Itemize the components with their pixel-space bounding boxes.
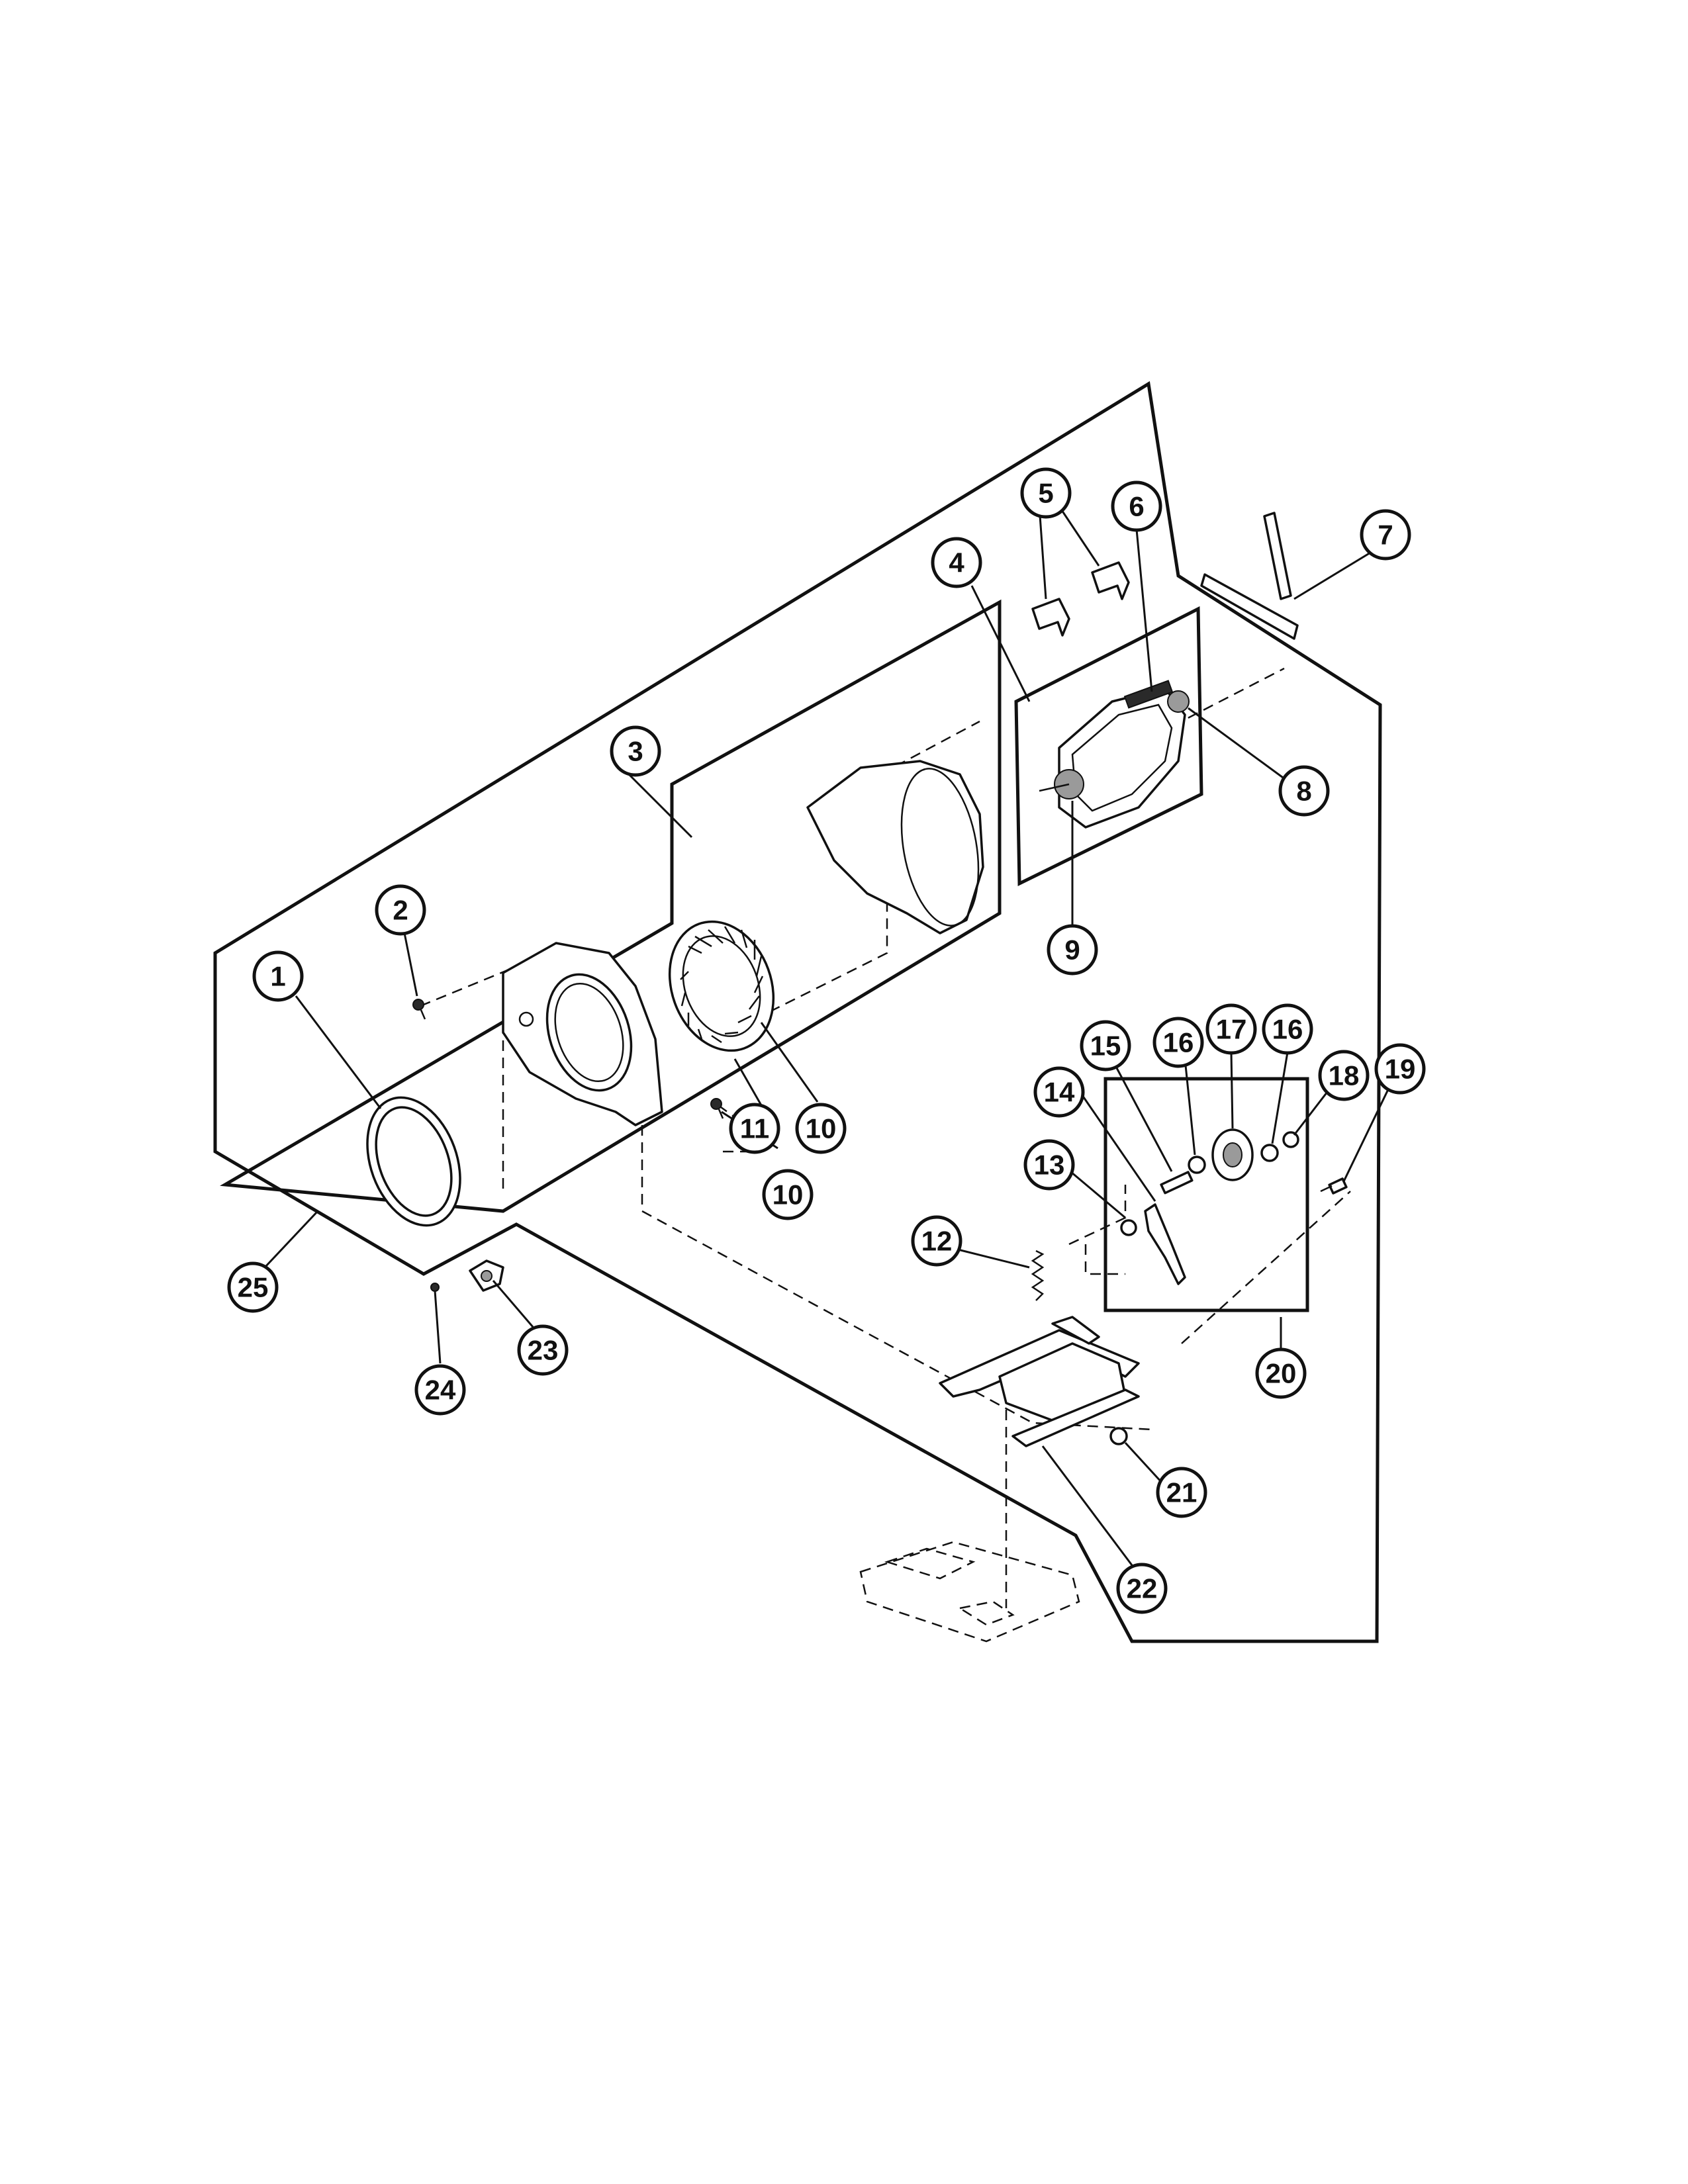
callout-label: 16 <box>1272 1014 1303 1045</box>
callout-24: 24 <box>414 1364 466 1416</box>
idler-pulley <box>1211 1128 1254 1181</box>
callout-label: 21 <box>1166 1477 1197 1508</box>
callout-5: 5 <box>1020 467 1072 519</box>
blower-housing-back <box>806 760 984 934</box>
callout-17: 17 <box>1205 1003 1257 1055</box>
callout-label: 22 <box>1127 1573 1158 1604</box>
motor-mounting-clip <box>1091 561 1130 600</box>
callout-8: 8 <box>1278 765 1330 817</box>
callout-label: 16 <box>1163 1027 1194 1058</box>
callout-label: 11 <box>740 1113 769 1144</box>
assembly-outline <box>213 381 1382 1643</box>
blower-seal-ring <box>366 1096 461 1227</box>
callout-label: 10 <box>773 1179 804 1210</box>
callout-18: 18 <box>1318 1050 1370 1101</box>
callout-20: 20 <box>1255 1347 1307 1399</box>
callout-10: 10 <box>762 1169 814 1220</box>
callout-label: 10 <box>806 1113 837 1144</box>
callout-14: 14 <box>1033 1066 1085 1118</box>
callout-15: 15 <box>1080 1020 1131 1071</box>
idler-retainer <box>1282 1131 1299 1148</box>
drive-belt <box>1200 512 1299 640</box>
callout-19: 19 <box>1374 1043 1426 1095</box>
callout-3: 3 <box>610 725 661 777</box>
callout-label: 20 <box>1266 1358 1297 1389</box>
idler-spring <box>1031 1250 1045 1301</box>
callout-label: 7 <box>1378 520 1393 551</box>
idler-arm <box>1144 1203 1186 1285</box>
callout-label: 19 <box>1385 1054 1416 1085</box>
callout-7: 7 <box>1360 509 1411 561</box>
screw <box>710 1098 724 1119</box>
callout-21: 21 <box>1156 1467 1207 1518</box>
callout-label: 14 <box>1044 1077 1075 1108</box>
blower-group-outline <box>220 599 1002 1213</box>
motor-group-box <box>1014 606 1203 886</box>
callout-label: 3 <box>628 736 643 767</box>
callout-13: 13 <box>1023 1139 1075 1191</box>
blower-housing-front <box>502 942 663 1126</box>
callout-6: 6 <box>1111 480 1162 532</box>
callout-22: 22 <box>1116 1563 1168 1614</box>
callout-leaders <box>263 506 1391 1566</box>
callout-label: 5 <box>1038 478 1053 509</box>
callout-2: 2 <box>375 884 426 936</box>
bolt <box>1320 1177 1348 1195</box>
motor-mount-bracket <box>939 1316 1140 1447</box>
idler-washer <box>1260 1144 1279 1162</box>
callout-label: 2 <box>393 895 408 926</box>
callout-label: 25 <box>238 1272 269 1303</box>
callout-label: 18 <box>1329 1060 1360 1091</box>
callout-9: 9 <box>1047 924 1098 976</box>
callout-label: 24 <box>425 1375 456 1406</box>
callout-label: 23 <box>528 1335 559 1366</box>
callout-25: 25 <box>227 1261 279 1313</box>
callout-12: 12 <box>911 1215 962 1267</box>
callout-label: 6 <box>1129 491 1144 522</box>
callout-10: 10 <box>795 1103 847 1154</box>
callout-label: 8 <box>1296 776 1311 807</box>
blower-wheel <box>668 920 775 1052</box>
idler-group-box <box>1103 1077 1309 1312</box>
callout-16: 16 <box>1262 1003 1313 1055</box>
bracket-nut <box>1109 1427 1128 1445</box>
screw <box>412 999 426 1020</box>
idler-shaft <box>1160 1171 1194 1195</box>
callout-16: 16 <box>1152 1017 1204 1068</box>
callout-1: 1 <box>252 950 304 1002</box>
callout-label: 4 <box>949 547 964 578</box>
callout-4: 4 <box>931 537 982 588</box>
thermostat-screw <box>430 1283 440 1292</box>
motor-mounting-clip <box>1031 598 1070 637</box>
callout-11: 11 <box>729 1103 780 1154</box>
callout-label: 17 <box>1216 1014 1247 1045</box>
callout-label: 12 <box>921 1226 953 1257</box>
drive-motor <box>1039 680 1190 829</box>
callout-label: 9 <box>1064 934 1080 966</box>
idler-washer <box>1188 1156 1206 1174</box>
callout-label: 13 <box>1034 1150 1065 1181</box>
callout-label: 15 <box>1090 1030 1121 1062</box>
idler-nut <box>1120 1219 1137 1236</box>
callout-23: 23 <box>517 1324 569 1376</box>
callout-label: 1 <box>270 961 285 992</box>
